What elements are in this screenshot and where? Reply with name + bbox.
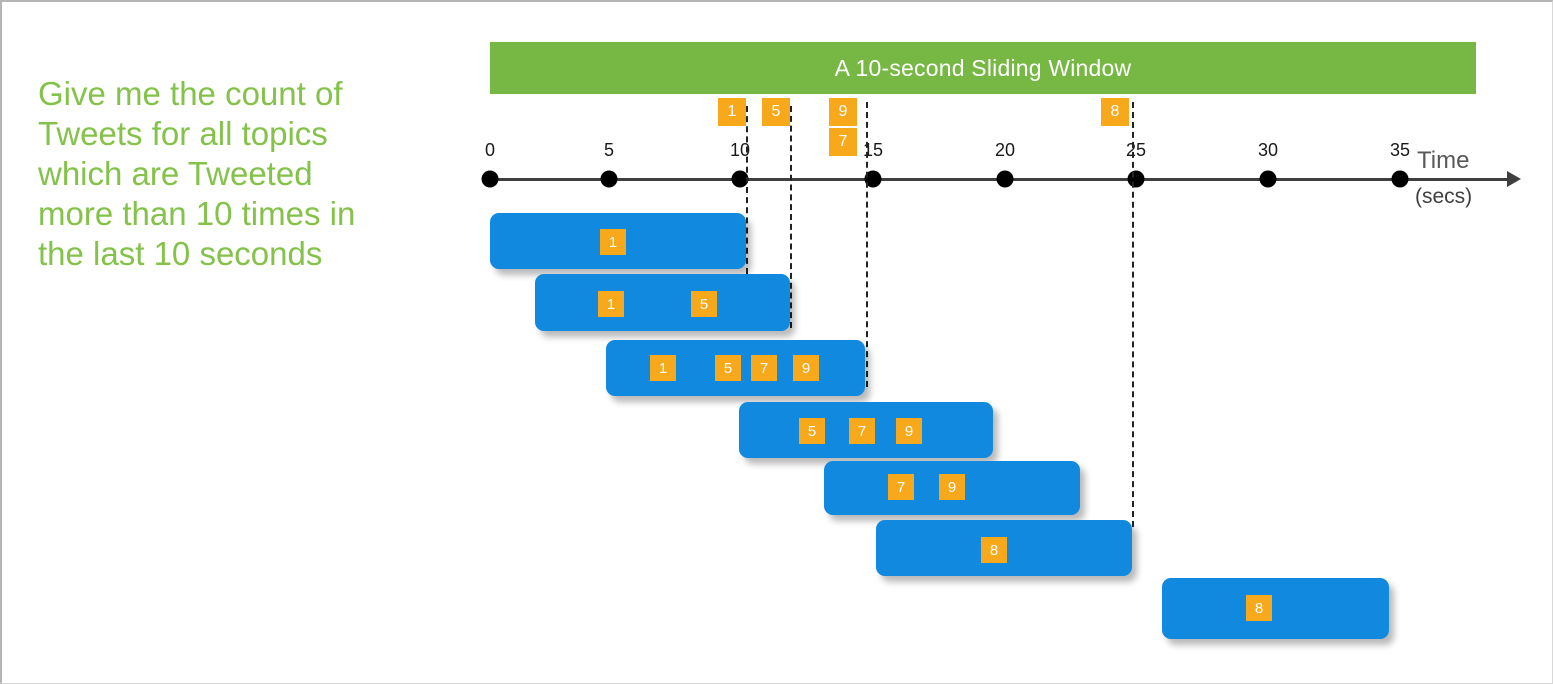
- time-axis-label: Time: [1417, 147, 1470, 174]
- axis-tick-dot-10: [731, 170, 749, 188]
- axis-tick-label-20: 20: [994, 140, 1016, 160]
- tweet-marker: 7: [751, 355, 777, 381]
- axis-tick-dot-25: [1127, 170, 1145, 188]
- tweet-marker: 5: [799, 418, 825, 444]
- axis-tick-dot-5: [600, 170, 618, 188]
- tweet-marker: 7: [849, 418, 875, 444]
- time-axis-unit-label: (secs): [1415, 185, 1473, 208]
- axis-tick-label-30: 30: [1257, 140, 1279, 160]
- axis-tick-dot-15: [864, 170, 882, 188]
- axis-tweet-marker: 8: [1101, 98, 1129, 126]
- sliding-window-banner-label: A 10-second Sliding Window: [834, 54, 1132, 81]
- window-bar-2: [535, 274, 790, 331]
- axis-tick-label-0: 0: [484, 140, 496, 160]
- time-axis-arrow-icon: [1507, 171, 1521, 187]
- window-bar-7: [1162, 578, 1389, 639]
- window-boundary-guide-3: [866, 102, 868, 387]
- axis-tweet-marker: 1: [718, 98, 746, 126]
- tweet-marker: 7: [888, 474, 914, 500]
- tweet-marker: 5: [691, 291, 717, 317]
- question-text: Give me the count of Tweets for all topi…: [38, 75, 356, 272]
- axis-tweet-marker: 5: [762, 98, 790, 126]
- axis-tick-dot-0: [481, 170, 499, 188]
- axis-tick-label-25: 25: [1125, 140, 1147, 160]
- window-boundary-guide-4: [1132, 102, 1134, 527]
- tweet-marker: 8: [981, 537, 1007, 563]
- tweet-marker: 1: [650, 355, 676, 381]
- window-boundary-guide-1: [746, 106, 748, 274]
- axis-tick-dot-30: [1259, 170, 1277, 188]
- tweet-marker: 1: [598, 291, 624, 317]
- sliding-window-banner: A 10-second Sliding Window: [490, 42, 1476, 94]
- tweet-marker: 9: [896, 418, 922, 444]
- axis-tick-dot-35: [1391, 170, 1409, 188]
- tweet-marker: 9: [939, 474, 965, 500]
- tweet-marker: 1: [600, 229, 626, 255]
- tweet-marker: 5: [715, 355, 741, 381]
- axis-tick-dot-20: [996, 170, 1014, 188]
- axis-tick-label-10: 10: [729, 140, 751, 160]
- axis-tick-label-35: 35: [1389, 140, 1411, 160]
- axis-tweet-marker: 7: [829, 128, 857, 156]
- window-boundary-guide-2: [790, 106, 792, 328]
- tweet-marker: 9: [793, 355, 819, 381]
- axis-tick-label-5: 5: [603, 140, 615, 160]
- tweet-marker: 8: [1246, 595, 1272, 621]
- axis-tweet-marker: 9: [829, 98, 857, 126]
